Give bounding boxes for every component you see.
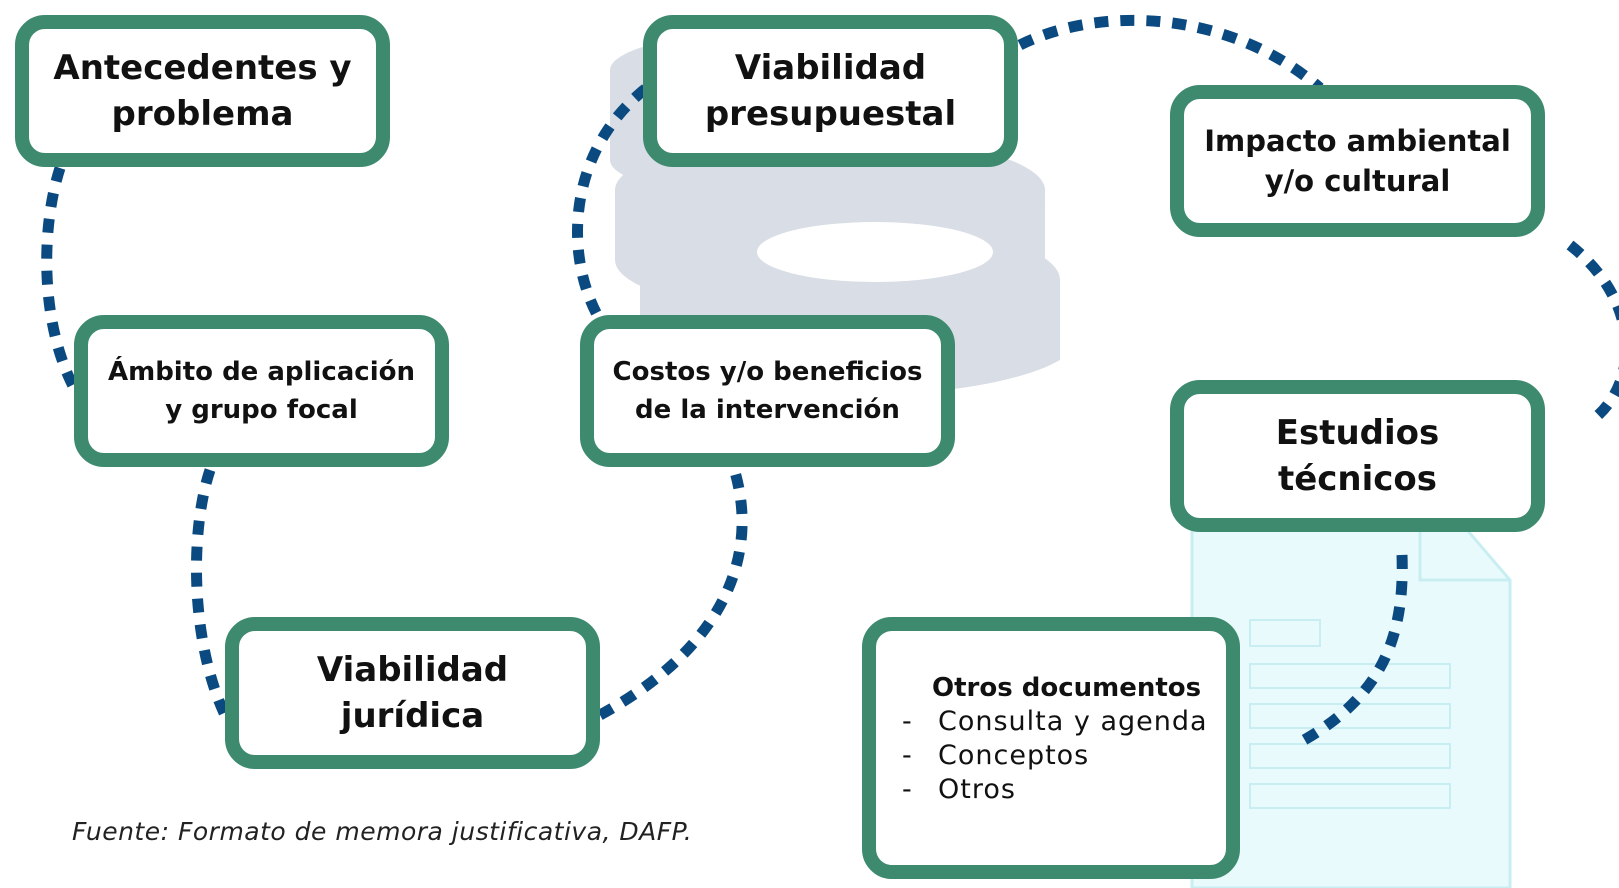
box-impacto-line-2: y/o cultural — [1264, 164, 1451, 198]
box-ambito-aplicacion: Ámbito de aplicación y grupo focal — [74, 315, 449, 467]
box-otros-documentos: Otros documentos -Consulta y agenda -Con… — [862, 617, 1240, 879]
box-estudios-line-2: técnicos — [1277, 459, 1438, 499]
otros-item-conceptos: -Conceptos — [902, 739, 1089, 773]
box-costos-line-2: de la intervención — [635, 395, 900, 425]
connector-antecedentes-ambito — [41, 166, 83, 398]
box-antecedentes-line-1: Antecedentes y — [53, 48, 352, 88]
connector-impacto-estudios — [1566, 240, 1619, 423]
connector-presupuestal-impacto — [1017, 14, 1324, 93]
box-viabilidad-presupuestal: Viabilidad presupuestal — [643, 15, 1018, 167]
box-impacto-line-1: Impacto ambiental — [1204, 124, 1511, 158]
otros-item-label: Conceptos — [938, 740, 1090, 771]
otros-bullet: - — [902, 706, 913, 737]
otros-item-label: Otros — [938, 774, 1016, 805]
box-antecedentes-problema: Antecedentes y problema — [15, 15, 390, 167]
source-note: Fuente: Formato de memora justificativa,… — [72, 817, 693, 846]
box-ambito-line-1: Ámbito de aplicación — [107, 357, 415, 387]
box-presupuestal-line-2: presupuestal — [704, 94, 957, 134]
box-estudios-tecnicos: Estudios técnicos — [1170, 380, 1545, 532]
box-estudios-line-1: Estudios — [1275, 413, 1440, 453]
box-antecedentes-line-2: problema — [111, 94, 294, 134]
box-juridica-line-1: Viabilidad — [316, 650, 509, 690]
box-viabilidad-juridica: Viabilidad jurídica — [225, 617, 600, 769]
otros-bullet: - — [902, 740, 913, 771]
otros-title: Otros documentos — [932, 673, 1202, 703]
box-costos-beneficios: Costos y/o beneficios de la intervención — [580, 315, 955, 467]
connector-juridica-costos — [597, 470, 748, 720]
box-presupuestal-line-1: Viabilidad — [734, 48, 927, 88]
otros-item-consulta: -Consulta y agenda — [902, 705, 1208, 739]
box-impacto-ambiental: Impacto ambiental y/o cultural — [1170, 85, 1545, 237]
connector-estudios-otros — [1292, 554, 1408, 750]
otros-item-otros: -Otros — [902, 773, 1016, 807]
otros-item-label: Consulta y agenda — [938, 706, 1208, 737]
otros-bullet: - — [902, 774, 913, 805]
connector-costos-presupuestal — [572, 70, 668, 339]
box-juridica-line-2: jurídica — [340, 696, 485, 736]
connector-ambito-juridica — [191, 468, 230, 718]
box-ambito-line-2: y grupo focal — [165, 395, 358, 425]
box-costos-line-1: Costos y/o beneficios — [612, 357, 923, 387]
